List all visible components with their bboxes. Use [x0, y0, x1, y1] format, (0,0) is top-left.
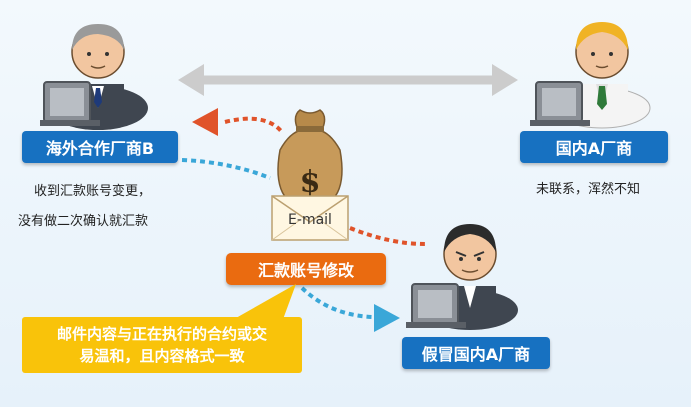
fake-vendor-label: 假冒国内A厂商	[402, 337, 550, 369]
domestic-vendor-label: 国内A厂商	[520, 131, 668, 163]
overseas-note-line1: 收到汇款账号变更，	[34, 184, 152, 199]
overseas-person-icon	[40, 24, 148, 130]
email-content-callout: 邮件内容与正在执行的合约或交 易温和，且内容格式一致	[22, 317, 302, 373]
domestic-note: 未联系，浑然不知	[536, 182, 641, 197]
relationship-double-arrow	[178, 64, 518, 96]
callout-line1: 邮件内容与正在执行的合约或交	[56, 325, 267, 343]
overseas-vendor-label: 海外合作厂商B	[22, 131, 178, 163]
red-dotted-arrow-upper	[192, 108, 284, 136]
email-label: E-mail	[288, 212, 332, 228]
email-envelope-icon: E-mail	[271, 195, 349, 241]
money-bag-icon: $	[277, 109, 343, 211]
overseas-note-line2: 没有做二次确认就汇款	[18, 214, 149, 229]
domestic-person-icon	[530, 22, 651, 129]
blue-dotted-line-upper	[181, 158, 271, 180]
dollar-sign: $	[300, 165, 321, 200]
fake-person-icon	[406, 224, 518, 330]
account-modify-label: 汇款账号修改	[226, 253, 386, 285]
callout-line2: 易温和，且内容格式一致	[79, 347, 245, 365]
red-dotted-arrow-lower	[349, 226, 426, 246]
blue-dotted-arrow-lower	[300, 286, 400, 332]
